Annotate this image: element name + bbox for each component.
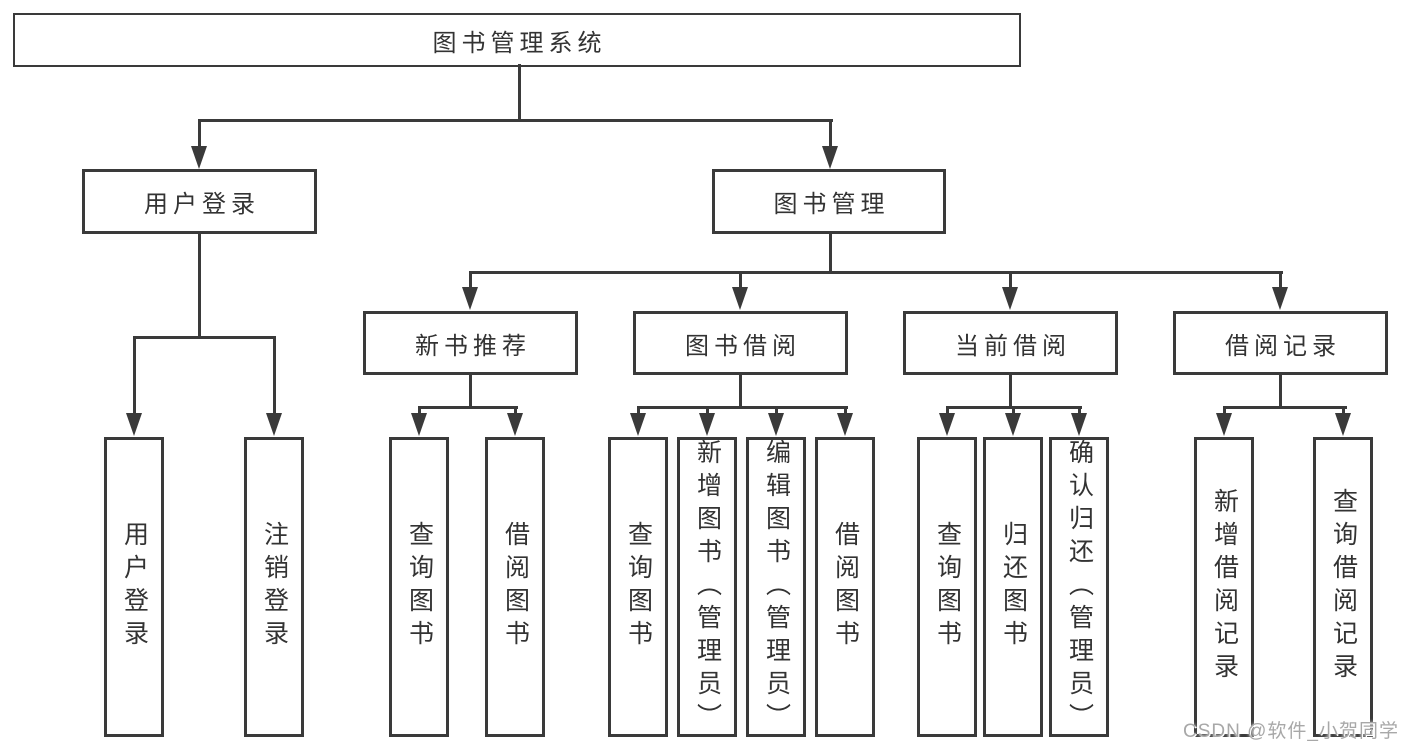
connector-drop xyxy=(829,119,832,147)
connector-bar xyxy=(637,406,848,409)
node-book-management: 图书管理 xyxy=(712,169,946,234)
leaf-label: 新增借阅记录 xyxy=(1210,488,1239,686)
connector-stem xyxy=(1279,375,1282,409)
leaf-add-borrow-record: 新增借阅记录 xyxy=(1194,437,1254,737)
leaf-confirm-return-admin: 确认归还（管理员） xyxy=(1049,437,1109,737)
node-label: 图书管理系统 xyxy=(432,29,607,57)
node-label: 图书借阅 xyxy=(685,332,801,360)
leaf-return-books: 归还图书 xyxy=(983,437,1043,737)
connector-drop xyxy=(469,271,472,289)
node-new-book-recommend: 新书推荐 xyxy=(363,311,578,375)
leaf-label: 用户登录 xyxy=(120,521,149,653)
node-user-login: 用户登录 xyxy=(82,169,317,234)
connector-bar xyxy=(469,271,1283,274)
connector-drop xyxy=(1012,406,1015,416)
connector-stem xyxy=(739,375,742,409)
arrowhead xyxy=(191,146,207,169)
connector-drop xyxy=(739,271,742,289)
connector-drop xyxy=(1279,271,1282,289)
leaf-label: 查询图书 xyxy=(624,521,653,653)
arrowhead xyxy=(507,413,523,436)
arrowhead xyxy=(266,413,282,436)
arrowhead xyxy=(1005,413,1021,436)
connector-bar xyxy=(418,406,518,409)
arrowhead xyxy=(1071,413,1087,436)
connector-drop xyxy=(1342,406,1345,416)
leaf-logout: 注销登录 xyxy=(244,437,304,737)
arrowhead xyxy=(1335,413,1351,436)
leaf-user-login: 用户登录 xyxy=(104,437,164,737)
connector-drop xyxy=(1078,406,1081,416)
connector-stem xyxy=(469,375,472,409)
leaf-query-books-recommend: 查询图书 xyxy=(389,437,449,737)
leaf-label: 新增图书（管理员） xyxy=(693,438,722,736)
connector-drop xyxy=(775,406,778,416)
leaf-label: 查询借阅记录 xyxy=(1329,488,1358,686)
node-label: 用户登录 xyxy=(144,191,260,218)
arrowhead xyxy=(411,413,427,436)
arrowhead xyxy=(462,287,478,310)
connector-drop xyxy=(844,406,847,416)
connector-drop xyxy=(706,406,709,416)
csdn-watermark: CSDN @软件_小贺同学 xyxy=(1183,721,1399,742)
connector-root-bar xyxy=(198,119,833,122)
connector-drop xyxy=(514,406,517,416)
connector-drop xyxy=(198,119,201,147)
arrowhead xyxy=(1272,287,1288,310)
arrowhead xyxy=(837,413,853,436)
arrowhead xyxy=(939,413,955,436)
connector-bar xyxy=(133,336,276,339)
node-root-library-system: 图书管理系统 xyxy=(13,13,1021,67)
leaf-label: 查询图书 xyxy=(405,521,434,653)
node-borrow-records: 借阅记录 xyxy=(1173,311,1388,375)
connector-drop xyxy=(273,336,276,416)
node-label: 图书管理 xyxy=(773,191,890,218)
leaf-query-books-borrowing: 查询图书 xyxy=(608,437,668,737)
leaf-query-books-current: 查询图书 xyxy=(917,437,977,737)
arrowhead xyxy=(768,413,784,436)
node-label: 当前借阅 xyxy=(955,332,1071,360)
leaf-label: 归还图书 xyxy=(999,521,1028,653)
leaf-query-borrow-record: 查询借阅记录 xyxy=(1313,437,1373,737)
arrowhead xyxy=(1216,413,1232,436)
connector-drop xyxy=(1009,271,1012,289)
connector-root-stem xyxy=(518,64,521,122)
leaf-label: 确认归还（管理员） xyxy=(1065,438,1094,736)
leaf-label: 借阅图书 xyxy=(831,521,860,653)
connector-bar xyxy=(1223,406,1347,409)
arrowhead xyxy=(1002,287,1018,310)
node-label: 借阅记录 xyxy=(1225,332,1341,360)
leaf-borrow-books-recommend: 借阅图书 xyxy=(485,437,545,737)
leaf-borrow-books-borrowing: 借阅图书 xyxy=(815,437,875,737)
leaf-add-books-admin: 新增图书（管理员） xyxy=(677,437,737,737)
connector-drop xyxy=(637,406,640,416)
arrowhead xyxy=(732,287,748,310)
leaf-edit-books-admin: 编辑图书（管理员） xyxy=(746,437,806,737)
connector-stem xyxy=(198,234,201,339)
connector-stem xyxy=(1009,375,1012,409)
node-label: 新书推荐 xyxy=(415,332,531,360)
connector-drop xyxy=(133,336,136,416)
leaf-label: 借阅图书 xyxy=(501,521,530,653)
leaf-label: 查询图书 xyxy=(933,521,962,653)
connector-drop xyxy=(946,406,949,416)
leaf-label: 注销登录 xyxy=(260,521,289,653)
connector-drop xyxy=(418,406,421,416)
leaf-label: 编辑图书（管理员） xyxy=(762,438,791,736)
node-book-borrowing: 图书借阅 xyxy=(633,311,848,375)
arrowhead xyxy=(630,413,646,436)
arrowhead xyxy=(699,413,715,436)
arrowhead xyxy=(822,146,838,169)
connector-stem xyxy=(829,234,832,274)
node-current-borrowing: 当前借阅 xyxy=(903,311,1118,375)
connector-drop xyxy=(1223,406,1226,416)
arrowhead xyxy=(126,413,142,436)
